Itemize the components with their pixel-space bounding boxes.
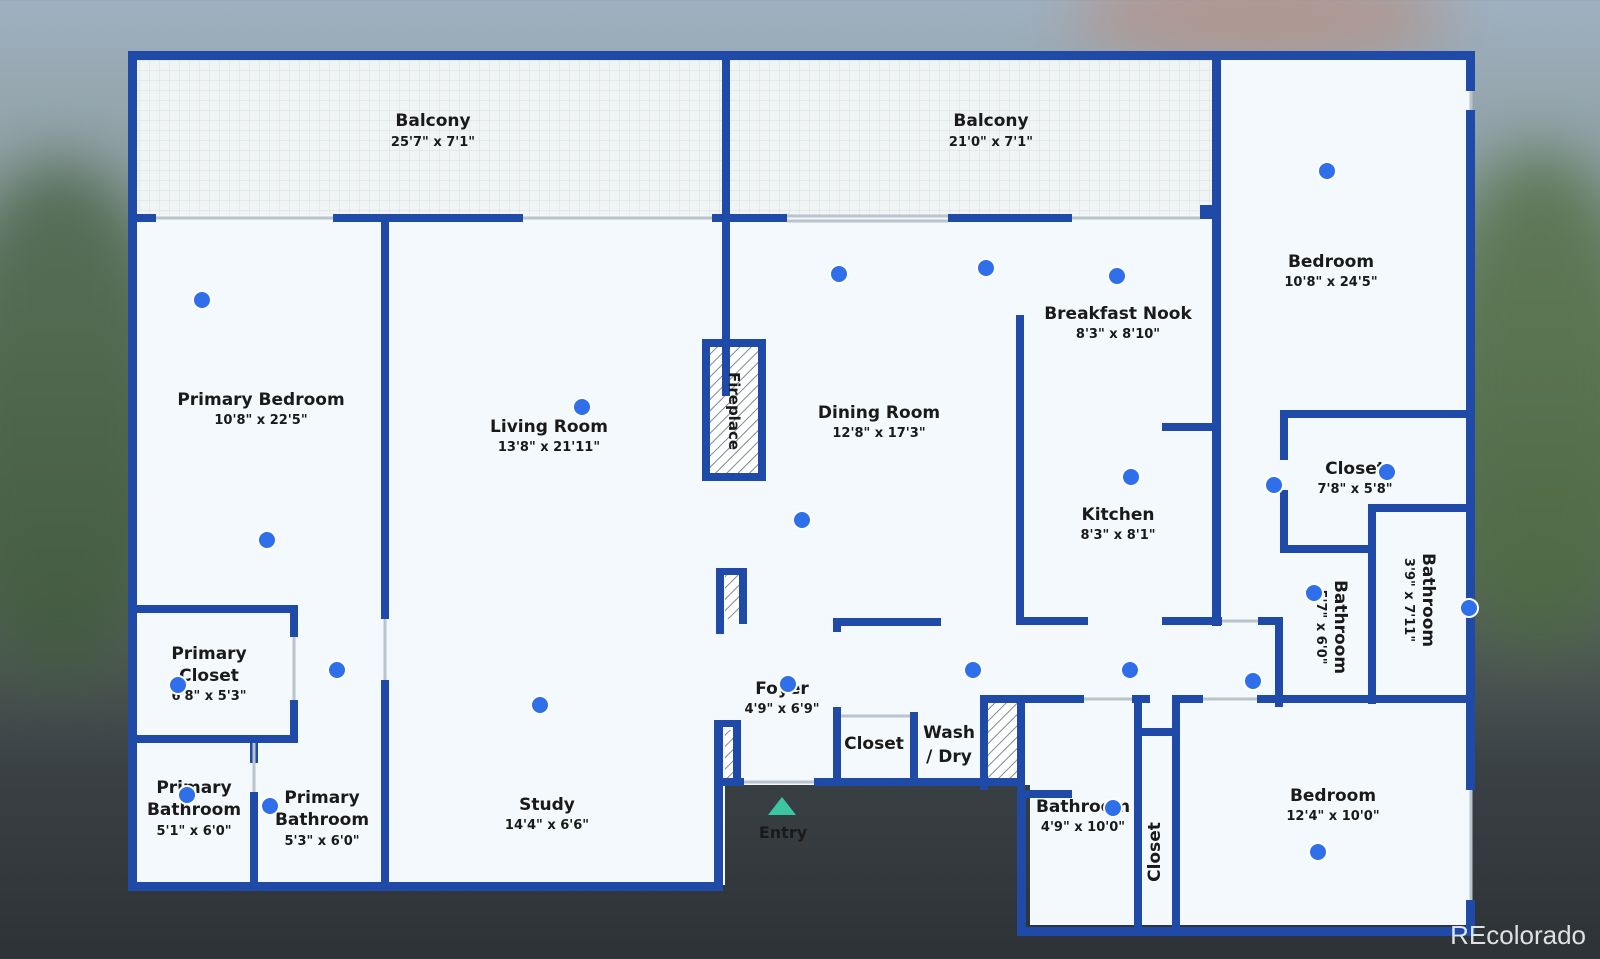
view-marker[interactable]: [792, 510, 812, 530]
view-marker[interactable]: [327, 660, 347, 680]
room-name: / Dry: [926, 747, 972, 767]
room-name: Bedroom: [1290, 786, 1376, 806]
balcony-floor: [132, 55, 1302, 225]
room-dim: 13'8" x 21'11": [498, 440, 600, 455]
room-dim: 14'4" x 6'6": [505, 818, 589, 833]
room-dim: 25'7" x 7'1": [391, 135, 475, 150]
west-floor: [132, 215, 725, 885]
room-name: Closet: [1325, 459, 1385, 479]
room-dim: 7'8" x 5'8": [1317, 482, 1392, 497]
entry-label: Entry: [759, 823, 808, 842]
room-name: Breakfast Nook: [1044, 304, 1192, 324]
room-name: Closet: [1145, 822, 1165, 882]
view-marker[interactable]: [1107, 266, 1127, 286]
view-marker[interactable]: [530, 695, 550, 715]
watermark-logo: REcolorado: [1450, 920, 1586, 950]
view-marker[interactable]: [1459, 598, 1479, 618]
room-dim: 21'0" x 7'1": [949, 135, 1033, 150]
room-name: Bedroom: [1288, 252, 1374, 272]
view-marker[interactable]: [1377, 462, 1397, 482]
openings: [156, 91, 1473, 900]
room-dim: 12'8" x 17'3": [832, 426, 925, 441]
view-marker[interactable]: [192, 290, 212, 310]
room-dim: 10'8" x 24'5": [1284, 275, 1377, 290]
view-marker[interactable]: [1121, 467, 1141, 487]
view-marker[interactable]: [1120, 660, 1140, 680]
view-marker[interactable]: [829, 264, 849, 284]
room-name: Closet: [179, 666, 239, 686]
room-name: Dining Room: [818, 403, 940, 423]
view-marker[interactable]: [1243, 671, 1263, 691]
view-marker[interactable]: [1264, 475, 1284, 495]
view-marker[interactable]: [963, 660, 983, 680]
room-dim: 4'9" x 6'9": [744, 702, 819, 717]
east-floor: [1215, 58, 1470, 708]
room-dim: 6'8" x 5'3": [171, 689, 246, 704]
fixtures: [710, 345, 1018, 782]
room-dim: 10'8" x 22'5": [214, 413, 307, 428]
room-name: Wash: [923, 723, 975, 743]
room-dim: 5'7" x 6'0": [1313, 589, 1328, 664]
room-name: Bathroom: [275, 810, 369, 830]
room-labels: Balcony 25'7" x 7'1" Balcony 21'0" x 7'1…: [147, 111, 1438, 882]
view-marker[interactable]: [572, 397, 592, 417]
room-dim: 12'4" x 10'0": [1286, 809, 1379, 824]
view-marker[interactable]: [168, 675, 188, 695]
room-name: Closet: [844, 734, 904, 754]
mechanical-fixture: [988, 700, 1018, 782]
room-name: Primary: [284, 788, 359, 808]
room-name: Study: [519, 795, 575, 815]
room-name: Fireplace: [725, 372, 743, 450]
room-dim: 8'3" x 8'10": [1076, 327, 1160, 342]
room-dim: 8'3" x 8'1": [1080, 528, 1155, 543]
room-name: Living Room: [490, 417, 608, 437]
view-marker[interactable]: [177, 785, 197, 805]
central-floor: [725, 215, 1215, 705]
entry-arrow-icon: [768, 797, 796, 815]
walls: [128, 51, 1475, 936]
room-name: Kitchen: [1082, 505, 1155, 525]
view-marker[interactable]: [260, 796, 280, 816]
view-marker[interactable]: [1103, 798, 1123, 818]
view-marker[interactable]: [778, 674, 798, 694]
view-marker[interactable]: [257, 530, 277, 550]
room-dim: 5'3" x 6'0": [284, 834, 359, 849]
room-dim: 5'1" x 6'0": [156, 824, 231, 839]
room-name: Balcony: [395, 111, 470, 131]
view-marker[interactable]: [1317, 161, 1337, 181]
room-dim: 3'9" x 7'11": [1401, 558, 1416, 642]
view-marker[interactable]: [1304, 583, 1324, 603]
column-fixture: [725, 575, 739, 619]
room-dim: 4'9" x 10'0": [1041, 820, 1125, 835]
room-name: Primary Bedroom: [177, 390, 344, 410]
fireplace-fixture: [710, 345, 758, 473]
room-name: Balcony: [953, 111, 1028, 131]
view-marker[interactable]: [1308, 842, 1328, 862]
room-name: Bathroom: [1330, 580, 1350, 674]
view-markers[interactable]: [168, 161, 1479, 862]
room-name: Bathroom: [1418, 553, 1438, 647]
view-marker[interactable]: [976, 258, 996, 278]
room-name: Bathroom: [147, 800, 241, 820]
room-name: Primary: [171, 644, 246, 664]
